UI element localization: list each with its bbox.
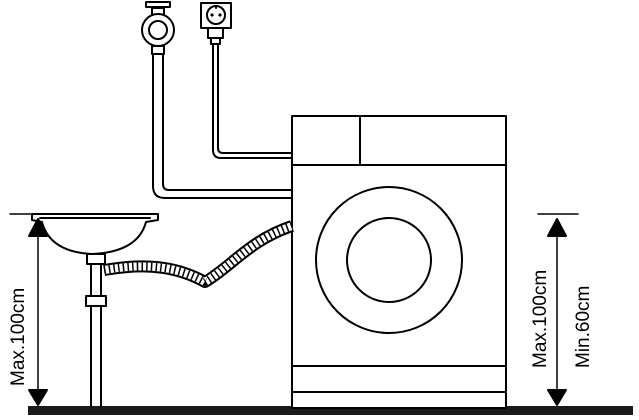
right-max-label: Max.100cm [530,270,551,368]
power-cable [212,43,293,159]
floor [28,406,633,415]
inlet-hose [152,53,293,199]
machine-door-glass [346,217,432,303]
sink [31,213,159,407]
socket-icon [200,2,232,45]
drain-hose [102,220,294,288]
right-dimension [537,213,579,406]
right-min-label: Min.60cm [573,286,594,368]
left-dimension [9,213,51,406]
washing-machine [291,115,507,409]
left-max-label: Max.100cm [8,288,29,386]
tap-icon [141,1,175,55]
machine-door [315,186,463,334]
